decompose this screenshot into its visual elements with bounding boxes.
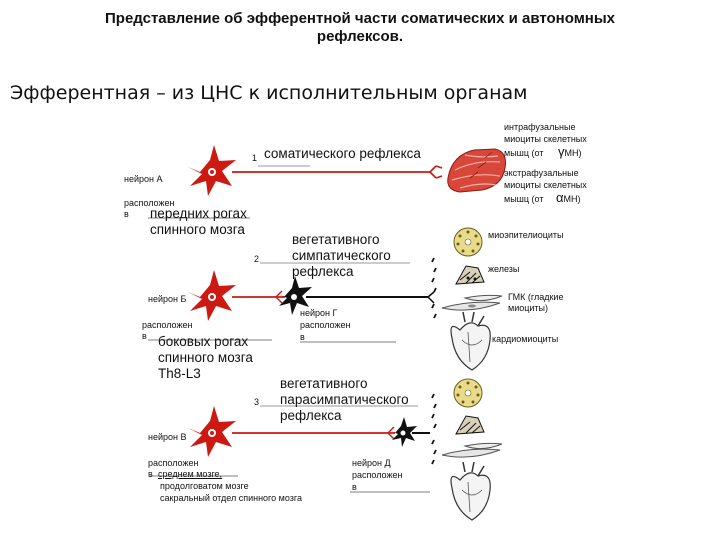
myoepithelial-icon	[453, 227, 483, 257]
neuron-a-body	[188, 145, 236, 196]
gland-icon-2	[455, 415, 485, 435]
gland-icon	[455, 265, 485, 285]
neuron-v-in: в	[148, 469, 153, 479]
smooth-muscle-label-1: ГМК (гладкие	[508, 292, 564, 302]
neuron-b-body	[188, 270, 236, 321]
extrafusal-text: мышц (от	[504, 194, 544, 204]
somatic-location-2: спинного мозга	[150, 222, 245, 237]
parasympathetic-location-3: сакральный отдел спинного мозга	[160, 493, 302, 503]
alpha-symbol: α	[555, 190, 564, 205]
neuron-d-label: нейрон Д	[352, 458, 391, 468]
intrafusal-label-2: миоциты скелетных	[504, 134, 587, 144]
sympathetic-branches	[431, 257, 437, 319]
intrafusal-text: мышц (от	[504, 148, 544, 158]
parasympathetic-location-2: продолговатом мозге	[160, 481, 249, 491]
sympathetic-reflex-3: рефлекса	[292, 264, 354, 279]
parasympathetic-reflex-2: парасимпатического	[280, 392, 409, 407]
neuron-b-located: расположен	[142, 320, 193, 330]
number-2: 2	[254, 254, 260, 264]
neuron-d-body	[391, 417, 417, 447]
parasympathetic-branches	[431, 393, 437, 465]
sympathetic-reflex-1: вегетативного	[292, 232, 380, 247]
extrafusal-end: МН)	[563, 194, 581, 204]
somatic-location-1: передних рогах	[150, 206, 247, 221]
heart-icon-2	[450, 461, 491, 521]
extrafusal-label-1: экстрафузальные	[504, 168, 579, 178]
neuron-d-located: расположен	[352, 470, 403, 480]
somatic-pathway	[188, 145, 506, 196]
cardio-label: кардиомиоциты	[492, 334, 559, 344]
somatic-reflex-label: соматического рефлекса	[264, 146, 421, 161]
parasympathetic-pathway	[188, 378, 503, 521]
parasympathetic-reflex-3: рефлекса	[280, 408, 342, 423]
parasympathetic-reflex-1: вегетативного	[280, 376, 368, 391]
smooth-muscle-icon	[441, 294, 503, 311]
sympathetic-reflex-2: симпатического	[292, 248, 391, 263]
sympathetic-location-1: боковых рогах	[158, 334, 249, 349]
neuron-a-label: нейрон А	[124, 174, 163, 184]
page-title: Представление об эфферентной части сомат…	[0, 10, 720, 46]
parasympathetic-location-1: среднем мозге,	[158, 469, 223, 479]
skeletal-muscle-icon	[447, 148, 506, 193]
neuron-g-located: расположен	[300, 320, 351, 330]
intrafusal-label-3: мышц (от γМН)	[504, 144, 582, 159]
somatic-axon-terminal	[429, 165, 443, 179]
myoepithelial-label: миоэпителиоциты	[488, 230, 564, 240]
gamma-symbol: γ	[557, 144, 565, 159]
neuron-d-in: в	[352, 482, 357, 492]
page-subtitle: Эфферентная – из ЦНС к исполнительным ор…	[10, 82, 528, 104]
glands-label: железы	[488, 264, 520, 274]
neuron-g-label: нейрон Г	[300, 308, 338, 318]
myoepithelial-icon-2	[453, 378, 483, 408]
smooth-muscle-label-2: миоциты)	[508, 303, 548, 313]
sympathetic-pathway	[188, 227, 503, 371]
heart-icon	[450, 311, 491, 371]
blank-lines	[148, 217, 430, 493]
neuron-v-label: нейрон В	[148, 432, 187, 442]
sympathetic-post-terminal	[427, 291, 435, 304]
sympathetic-location-3: Th8-L3	[158, 366, 201, 381]
intrafusal-label-1: интрафузальные	[504, 122, 576, 132]
neuron-v-located: расположен	[148, 458, 199, 468]
neuron-g-in: в	[300, 332, 305, 342]
neuron-b-in: в	[142, 331, 147, 341]
title-line-1: Представление об эфферентной части сомат…	[105, 10, 615, 27]
extrafusal-label-2: миоциты скелетных	[504, 180, 587, 190]
extrafusal-label-3: мышц (от αМН)	[504, 190, 581, 205]
neuron-g-body	[278, 276, 312, 315]
sympathetic-pre-terminal	[275, 290, 283, 304]
number-1: 1	[252, 153, 258, 163]
title-line-2: рефлексов.	[316, 28, 404, 45]
sympathetic-location-2: спинного мозга	[158, 350, 253, 365]
neuron-a-located: расположен	[124, 198, 175, 208]
number-3: 3	[254, 397, 260, 407]
intrafusal-end: МН)	[564, 148, 582, 158]
neuron-a-in: в	[124, 209, 129, 219]
parasympathetic-pre-terminal	[387, 426, 395, 440]
neuron-b-label: нейрон Б	[148, 294, 187, 304]
neuron-v-body	[188, 406, 236, 457]
smooth-muscle-icon-2	[441, 442, 503, 458]
